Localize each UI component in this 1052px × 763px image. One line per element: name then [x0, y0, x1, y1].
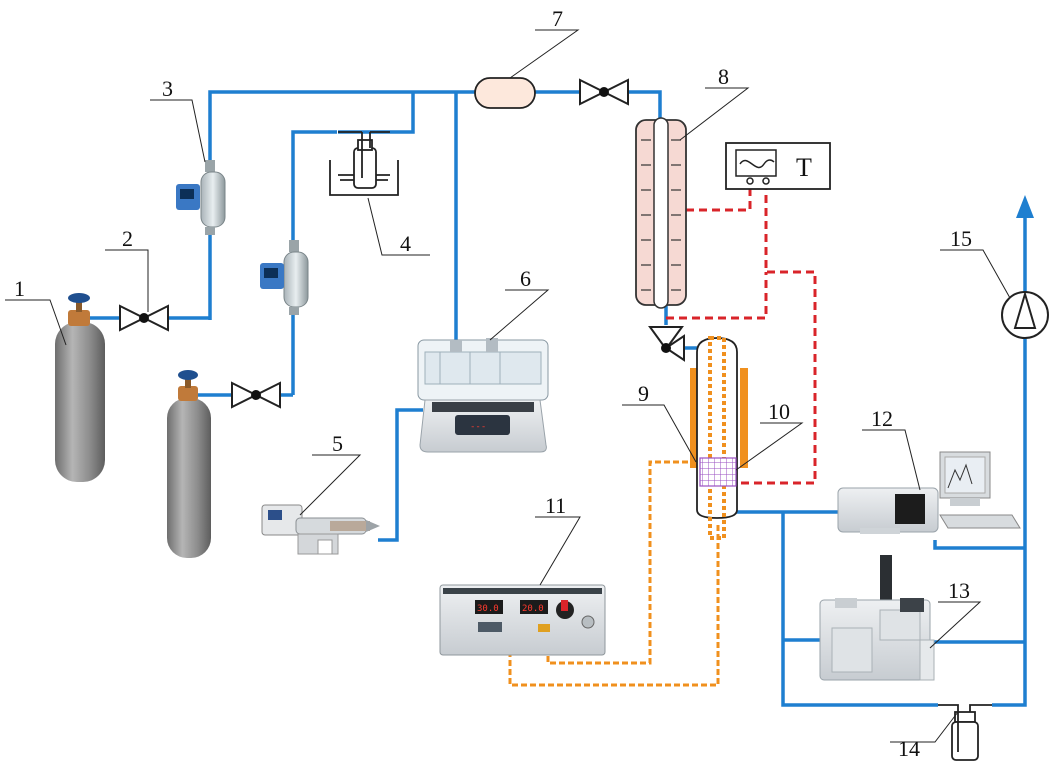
valve-cylinder-2: [231, 381, 281, 409]
gas-lines: [88, 90, 1027, 707]
valve-2: [119, 304, 169, 332]
mass-flow-controller-3: [176, 160, 226, 235]
label-5: 5: [332, 431, 343, 456]
temperature-controller: T: [725, 142, 831, 190]
power-display-left: 30.0: [477, 604, 499, 614]
thermometer-label: T: [796, 153, 812, 182]
preheater-8: [635, 117, 687, 309]
sine-wave-icon: [739, 159, 775, 169]
plasma-reactor-9: [690, 336, 748, 540]
valve-reactor-inlet: [648, 326, 685, 362]
label-8: 8: [718, 64, 729, 89]
label-11: 11: [545, 493, 566, 518]
svg-text:---: ---: [470, 422, 486, 432]
number-labels: 1 2 3 4 5 6 7 8 9 10 11 12 13 14 15: [14, 6, 972, 761]
cylinder-valve-knob-icon: [68, 293, 90, 303]
valve-top: [579, 78, 629, 106]
power-supply-11: 30.0 20.0: [439, 584, 606, 656]
label-3: 3: [162, 76, 173, 101]
label-14: 14: [898, 736, 920, 761]
vent-arrow-icon: [1016, 195, 1034, 218]
label-2: 2: [122, 226, 133, 251]
stirrer-reactor-6: ---: [417, 338, 549, 453]
gas-cylinder-2: [167, 370, 211, 558]
label-6: 6: [520, 266, 531, 291]
mass-flow-controller: [260, 240, 309, 315]
thermocouple-wires: [666, 182, 817, 485]
cylinder-valve-knob-icon: [178, 370, 198, 380]
label-1: 1: [14, 276, 25, 301]
label-12: 12: [871, 406, 893, 431]
gas-chromatograph-13: [819, 555, 935, 681]
leader-lines: [5, 29, 1011, 743]
label-4: 4: [400, 231, 411, 256]
syringe-pump-5: [261, 504, 380, 555]
power-display-right: 20.0: [522, 604, 544, 614]
gas-cylinder-1: [55, 293, 105, 482]
label-7: 7: [552, 6, 563, 31]
wash-bottle-14: [938, 704, 992, 761]
label-10: 10: [768, 399, 790, 424]
label-9: 9: [638, 381, 649, 406]
electrode-mesh-10: [699, 457, 737, 487]
flow-meter-15: [1001, 290, 1049, 339]
ftir-analyzer-12: [837, 451, 1021, 534]
bubbler-4: [329, 131, 399, 196]
label-15: 15: [950, 226, 972, 251]
gas-mixer-7: [474, 77, 536, 109]
label-13: 13: [948, 578, 970, 603]
